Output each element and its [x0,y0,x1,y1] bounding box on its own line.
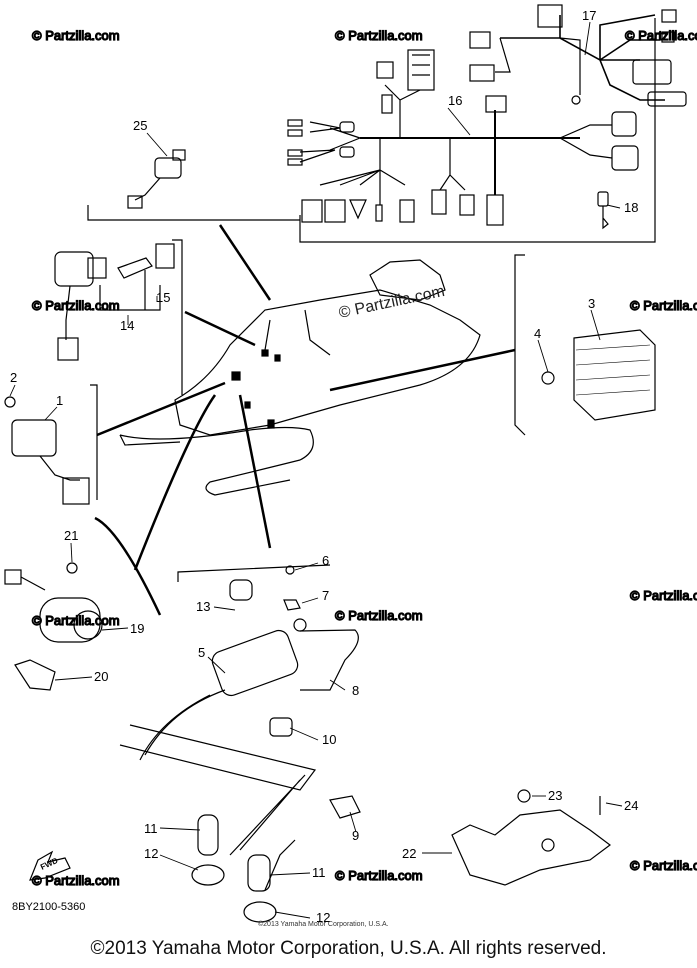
callout-22: 22 [402,846,416,861]
svg-text:© Partzilla.com: © Partzilla.com [335,28,423,43]
electrical-parts-diagram: © Partzilla.com © Partzilla.com © Partzi… [4,4,697,928]
callout-11a: 11 [144,821,158,836]
svg-text:© Partzilla.com: © Partzilla.com [32,873,120,888]
callout-13: 13 [196,599,210,614]
small-copyright: ©2013 Yamaha Motor Corporation, U.S.A. [258,920,389,928]
callout-1: 1 [56,393,63,408]
watermarks: © Partzilla.com © Partzilla.com © Partzi… [31,27,697,888]
callout-3: 3 [588,296,595,311]
callout-16: 16 [448,93,462,108]
regulator-3 [514,254,656,436]
svg-text:© Partzilla.com: © Partzilla.com [32,613,120,628]
callout-12b: 12 [316,910,330,925]
callout-9: 9 [352,828,359,843]
svg-text:© Partzilla.com: © Partzilla.com [630,588,697,603]
callout-8: 8 [352,683,359,698]
fwd-arrow [29,850,71,881]
callout-19: 19 [130,621,144,636]
callout-4: 4 [534,326,541,341]
center-watermark: © Partzilla.com [337,283,446,322]
callout-21: 21 [64,528,78,543]
drawing-code: 8BY2100-5360 [12,901,85,913]
svg-text:© Partzilla.com: © Partzilla.com [335,608,423,623]
callout-18: 18 [624,200,638,215]
callout-2: 2 [10,370,17,385]
callout-25: 25 [133,118,147,133]
wire-harness-group [287,4,687,243]
main-switch-14-15 [54,239,183,395]
callout-15: 15 [156,290,170,305]
svg-text:© Partzilla.com: © Partzilla.com [630,858,697,873]
svg-text:© Partzilla.com: © Partzilla.com [32,28,120,43]
callout-14: 14 [120,318,134,333]
svg-text:© Partzilla.com: © Partzilla.com [630,298,697,313]
lower-parts-group [119,564,361,923]
callout-10: 10 [322,732,336,747]
callout-numbers: 2 1 3 4 5 6 7 8 9 10 11 11 12 12 13 14 1… [10,8,638,925]
callout-7: 7 [322,588,329,603]
callout-24: 24 [624,798,638,813]
callout-17: 17 [582,8,596,23]
cdi-unit-1 [4,384,98,505]
svg-text:© Partzilla.com: © Partzilla.com [32,298,120,313]
callout-23: 23 [548,788,562,803]
callout-12a: 12 [144,846,158,861]
callout-11b: 11 [312,865,326,880]
callout-5: 5 [198,645,205,660]
svg-text:© Partzilla.com: © Partzilla.com [335,868,423,883]
callout-6: 6 [322,553,329,568]
switch-25 [87,149,300,221]
callout-leaders [9,21,623,919]
copyright-footer: ©2013 Yamaha Motor Corporation, U.S.A. A… [90,938,607,959]
callout-20: 20 [94,669,108,684]
ignition-coil-19 [4,562,103,691]
snowmobile-outline [94,224,516,616]
bracket-22 [451,789,611,886]
